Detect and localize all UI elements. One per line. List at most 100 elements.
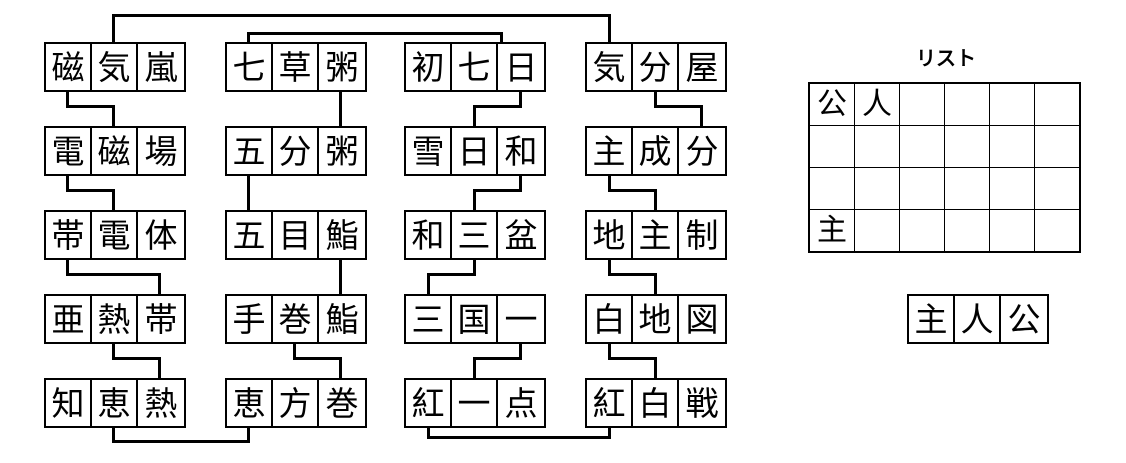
word-cell[interactable]: 五 — [227, 212, 273, 258]
connector-top-inner-left-stem — [247, 32, 250, 44]
word-cell[interactable]: 知 — [46, 380, 92, 426]
word-cell[interactable]: 主 — [587, 128, 633, 174]
list-grid-cell[interactable] — [944, 82, 990, 126]
word-cell[interactable]: 電 — [46, 128, 92, 174]
word-cell[interactable]: 粥 — [325, 47, 359, 87]
word-cell[interactable]: 磁 — [46, 44, 92, 90]
word-cell[interactable]: 巻 — [325, 383, 359, 423]
word-cell[interactable]: 一 — [504, 299, 538, 339]
word-cell[interactable]: 三 — [406, 296, 452, 342]
word-cell[interactable]: 地 — [633, 296, 679, 342]
list-grid-cell[interactable] — [989, 167, 1035, 210]
word-cell[interactable]: 分 — [685, 131, 719, 171]
list-grid-cell[interactable] — [989, 209, 1035, 253]
list-grid-cell[interactable] — [944, 209, 990, 253]
list-grid-cell[interactable] — [899, 82, 945, 126]
list-grid-cell[interactable] — [854, 167, 900, 210]
word-cell[interactable]: 分 — [633, 44, 679, 90]
word-cell[interactable]: 草 — [273, 44, 319, 90]
list-grid-cell[interactable] — [944, 167, 990, 210]
word-cell[interactable]: 点 — [504, 383, 538, 423]
word-cell[interactable]: 雪 — [406, 128, 452, 174]
word-cell[interactable]: 手 — [227, 296, 273, 342]
list-grid-cell[interactable] — [854, 125, 900, 168]
list-grid-cell[interactable] — [1034, 125, 1081, 168]
word-cell[interactable]: 気 — [92, 44, 138, 90]
answer-cell[interactable]: 主 — [909, 296, 955, 342]
word-cell[interactable]: 図 — [685, 299, 719, 339]
connector-c4-r4-stem — [608, 338, 611, 357]
word-cell[interactable]: 一 — [452, 380, 498, 426]
word-cell[interactable]: 戦 — [685, 383, 719, 423]
word-cell[interactable]: 磁 — [92, 128, 138, 174]
answer-cell[interactable]: 人 — [955, 296, 1001, 342]
word-cell[interactable]: 体 — [144, 215, 178, 255]
word-cell[interactable]: 三 — [452, 212, 498, 258]
word-cell[interactable]: 熱 — [92, 296, 138, 342]
word-cell[interactable]: 成 — [633, 128, 679, 174]
list-grid-cell[interactable] — [1034, 82, 1081, 126]
word-cell[interactable]: 日 — [504, 47, 538, 87]
list-grid-cell[interactable] — [808, 125, 855, 168]
list-grid-cell[interactable]: 公 — [808, 82, 855, 126]
word-cell[interactable]: 粥 — [325, 131, 359, 171]
connector-bottom-right-stem-a — [427, 422, 430, 438]
word-cell[interactable]: 鮨 — [325, 215, 359, 255]
word-cell[interactable]: 気 — [587, 44, 633, 90]
word-box: 亜 熱 帯 — [44, 294, 186, 344]
word-cell[interactable]: 屋 — [685, 47, 719, 87]
list-grid-cell[interactable] — [808, 167, 855, 210]
connector-c3-r1-stem — [519, 86, 522, 105]
list-grid-cell[interactable]: 主 — [808, 209, 855, 253]
word-cell[interactable]: 日 — [452, 128, 498, 174]
connector-top-outer-right-stem — [608, 14, 611, 44]
word-cell[interactable]: 鮨 — [325, 299, 359, 339]
list-panel-title: リスト — [916, 46, 976, 70]
word-cell[interactable]: 白 — [633, 380, 679, 426]
word-cell[interactable]: 恵 — [92, 380, 138, 426]
word-cell[interactable]: 制 — [685, 215, 719, 255]
word-cell[interactable]: 場 — [144, 131, 178, 171]
word-cell[interactable]: 主 — [633, 212, 679, 258]
word-cell[interactable]: 嵐 — [144, 47, 178, 87]
list-grid-cell[interactable] — [899, 167, 945, 210]
connector-c1-r2-stem — [66, 170, 69, 189]
word-cell[interactable]: 五 — [227, 128, 273, 174]
word-cell[interactable]: 初 — [406, 44, 452, 90]
word-cell[interactable]: 帯 — [46, 212, 92, 258]
word-cell[interactable]: 分 — [273, 128, 319, 174]
word-cell[interactable]: 地 — [587, 212, 633, 258]
list-grid-cell[interactable] — [989, 82, 1035, 126]
word-cell[interactable]: 恵 — [227, 380, 273, 426]
word-cell[interactable]: 盆 — [504, 215, 538, 255]
word-cell[interactable]: 和 — [406, 212, 452, 258]
word-cell[interactable]: 帯 — [144, 299, 178, 339]
list-grid-cell[interactable] — [899, 125, 945, 168]
word-cell[interactable]: 巻 — [273, 296, 319, 342]
list-grid-cell[interactable] — [1034, 209, 1081, 253]
word-cell[interactable]: 国 — [452, 296, 498, 342]
word-cell[interactable]: 紅 — [406, 380, 452, 426]
word-cell[interactable]: 目 — [273, 212, 319, 258]
list-grid-cell[interactable]: 人 — [854, 82, 900, 126]
word-cell[interactable]: 亜 — [46, 296, 92, 342]
word-cell[interactable]: 七 — [452, 44, 498, 90]
word-cell[interactable]: 熱 — [144, 383, 178, 423]
word-cell[interactable]: 七 — [227, 44, 273, 90]
word-cell[interactable]: 電 — [92, 212, 138, 258]
word-cell[interactable]: 方 — [273, 380, 319, 426]
word-cell[interactable]: 紅 — [587, 380, 633, 426]
list-grid-cell[interactable] — [854, 209, 900, 253]
list-grid-cell[interactable] — [944, 125, 990, 168]
answer-cell[interactable]: 公 — [1007, 299, 1041, 339]
connector-bottom-left-stem-b — [247, 422, 250, 442]
connector-bottom-left-stem-a — [112, 422, 115, 442]
connector-c2-r1-straight — [339, 86, 342, 128]
list-grid-cell[interactable] — [989, 125, 1035, 168]
word-cell[interactable]: 白 — [587, 296, 633, 342]
word-cell[interactable]: 和 — [504, 131, 538, 171]
connector-top-outer-left-stem — [112, 14, 115, 44]
list-grid-cell[interactable] — [1034, 167, 1081, 210]
word-box: 五 目 鮨 — [225, 210, 367, 260]
list-grid-cell[interactable] — [899, 209, 945, 253]
